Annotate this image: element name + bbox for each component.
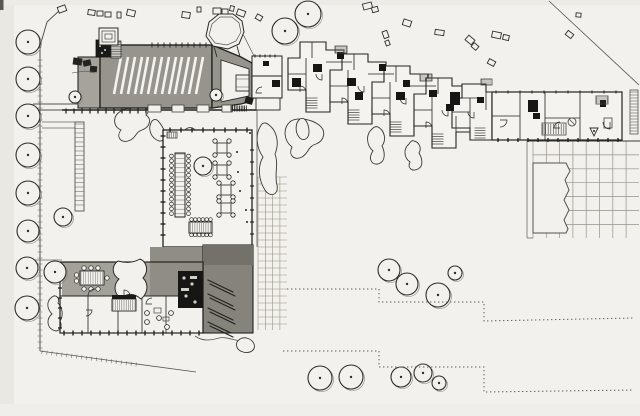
site-plan-drawing	[0, 0, 640, 393]
